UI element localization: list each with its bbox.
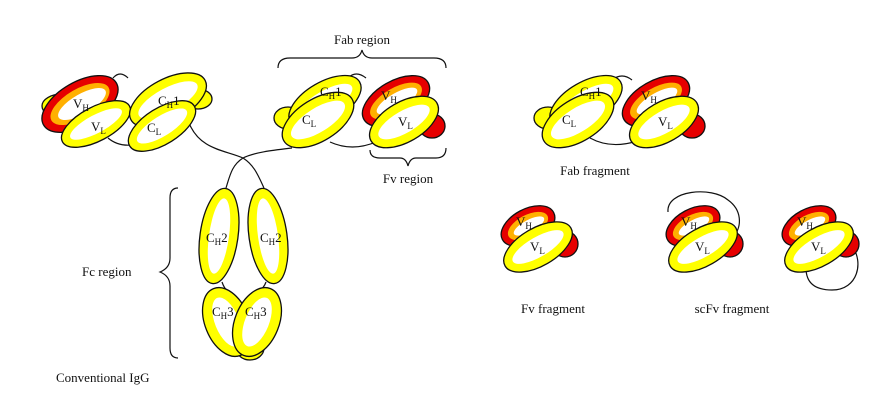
fab-fragment-label: Fab fragment xyxy=(560,163,630,178)
scfv-2-vh-core xyxy=(794,216,826,236)
hinge-line-lower xyxy=(225,157,265,189)
left-vl-core xyxy=(70,108,122,140)
right-cl-label: CL xyxy=(302,112,316,129)
scfv-1-vh-core xyxy=(678,216,710,236)
scfv-1-vl-core xyxy=(677,230,729,264)
fab-region-bracket xyxy=(277,49,447,69)
right-cl-core xyxy=(290,100,346,140)
conventional-igg-label: Conventional IgG xyxy=(56,370,150,385)
fv-fragment-vl-label: VL xyxy=(530,239,545,256)
scfv-fragment-label: scFv fragment xyxy=(695,301,770,316)
fab-fragment-cl-core xyxy=(550,100,606,140)
fab-fragment-vh-label: VH xyxy=(641,88,657,105)
scfv-fragment-1: VH VL xyxy=(665,191,744,273)
left-fab-arm: VH VL CH1 CL xyxy=(41,72,213,152)
fv-region-label: Fv region xyxy=(383,171,434,186)
fab-region-label: Fab region xyxy=(334,32,390,47)
fv-fragment: VH VL Fv fragment xyxy=(500,205,585,316)
scfv-2-vh-label: VH xyxy=(797,214,813,231)
scfv-1-linker xyxy=(667,191,740,237)
right-vl-core xyxy=(378,104,430,140)
fc-stem: CH2 CH2 CH3 CH3 xyxy=(198,187,289,361)
left-vh-label: VH xyxy=(73,96,89,113)
right-ch2-label: CH2 xyxy=(260,230,282,247)
scfv-2-linker xyxy=(805,245,859,291)
fv-region-bracket xyxy=(369,147,447,167)
right-ch2-core xyxy=(256,198,280,274)
left-ch1-core xyxy=(138,81,198,119)
left-ch2-core xyxy=(207,198,231,274)
fab-fragment-cl-label: CL xyxy=(562,112,576,129)
scfv-2-vl-core xyxy=(793,230,845,264)
fv-fragment-vh-core xyxy=(513,216,545,236)
left-ch2-label: CH2 xyxy=(206,230,228,247)
fab-fragment-ch1-label: CH1 xyxy=(580,84,602,101)
right-ch1-label: CH1 xyxy=(320,84,342,101)
fc-region-label: Fc region xyxy=(82,264,132,279)
fab-fragment-vh-core xyxy=(636,87,678,115)
scfv-2-vl-label: VL xyxy=(811,239,826,256)
left-ch3-label: CH3 xyxy=(212,304,234,321)
right-vl-label: VL xyxy=(398,114,413,131)
left-cl-core xyxy=(136,108,188,144)
right-fab-arm: CH1 CL VH VL xyxy=(273,74,446,149)
fab-fragment: CH1 CL VH VL Fab fragment xyxy=(533,74,706,178)
fv-fragment-vh-label: VH xyxy=(516,214,532,231)
left-vh-core xyxy=(58,87,106,121)
fc-region-bracket xyxy=(158,187,179,359)
fv-fragment-vl-core xyxy=(512,230,564,264)
left-vl-label: VL xyxy=(91,119,106,136)
fab-fragment-vl-label: VL xyxy=(658,114,673,131)
right-ch3-core xyxy=(242,297,272,347)
scfv-fragment-2: VH VL xyxy=(781,205,860,291)
right-vh-label: VH xyxy=(381,88,397,105)
fv-fragment-label: Fv fragment xyxy=(521,301,585,316)
left-cl-label: CL xyxy=(147,120,161,137)
right-vh-core xyxy=(376,87,418,115)
conventional-igg: VH VL CH1 CL CH1 CL VH VL xyxy=(41,32,447,385)
right-ch3-label: CH3 xyxy=(245,304,267,321)
fab-fragment-vl-core xyxy=(638,104,690,140)
hinge-line-left-heavy xyxy=(112,73,244,159)
left-ch1-label: CH1 xyxy=(158,93,180,110)
scfv-1-vh-label: VH xyxy=(681,214,697,231)
hinge-line-right-light xyxy=(329,141,377,148)
scfv-1-vl-label: VL xyxy=(695,239,710,256)
